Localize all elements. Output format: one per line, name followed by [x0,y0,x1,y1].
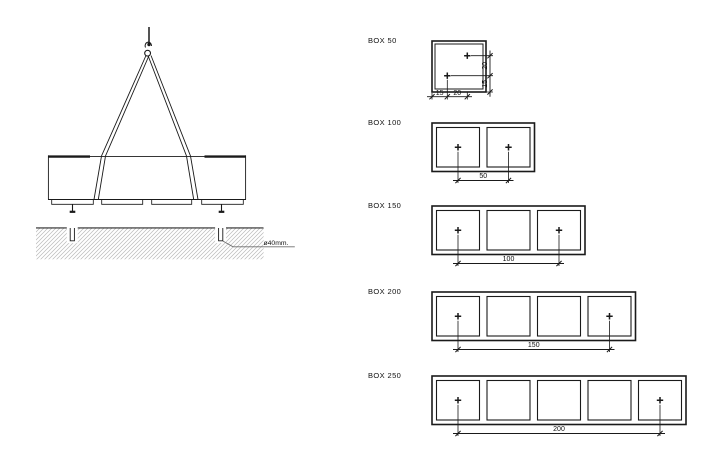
ground-pin-left [69,204,76,213]
box-size-label: BOX 200 [368,287,402,296]
box-top-view: 15 20 20 15 [427,40,493,100]
dimension-bottom [453,404,665,437]
box-cell [587,379,632,421]
lift-point-marker [454,144,462,151]
box-top-view: 200 [431,375,687,437]
dim-value: 20 [482,62,489,70]
dim-value: 50 [479,173,487,180]
dim-value: 15 [436,90,444,97]
dim-value: 20 [453,90,461,97]
dimension-side [451,50,493,97]
box-cell [486,209,531,251]
ground-hole-right [215,226,226,244]
dimension-bottom [453,320,615,353]
lift-point-marker [454,397,462,404]
box-size-label: BOX 50 [368,36,397,45]
lift-point-marker [464,52,471,59]
lift-point-marker [454,227,462,234]
box-outline [431,40,487,93]
ground-hole-left [66,226,78,244]
box-front-view [47,155,247,200]
box-outline [431,205,586,256]
box-size-label: BOX 250 [368,371,402,380]
lift-point-marker [454,313,462,320]
box-lip [51,199,244,205]
dim-value: 100 [503,256,515,263]
lift-point-marker [444,72,451,79]
box-top-view: 50 [431,122,536,184]
box-cell [536,295,582,337]
dimension-bottom [427,79,472,100]
dimension-bottom [453,234,564,267]
leader-line [222,240,295,248]
lift-point-marker [606,313,613,320]
box-top-view: 100 [431,205,586,267]
hole-diameter-label: ø40mm. [264,240,289,247]
box-outline [431,291,637,342]
lift-point-marker [656,397,664,404]
box-cell [486,379,531,421]
box-inner-wall [434,43,484,90]
dim-value: 150 [528,342,540,349]
sling-lines [93,55,199,200]
dim-value: 15 [482,80,489,88]
box-top-view: 150 [431,291,637,353]
lifting-diagram: ø40mm. [36,27,295,260]
ground-pin-right [218,204,225,213]
lift-point-marker [505,144,512,151]
dimension-bottom [453,151,514,184]
box-size-label: BOX 100 [368,118,402,127]
crane-hook-icon [144,27,152,57]
box-cell [536,379,582,421]
box-size-label: BOX 150 [368,201,402,210]
box-cell [486,295,531,337]
lift-point-marker [555,227,563,234]
dim-value: 200 [553,426,565,433]
box-outline [431,122,536,173]
box-outline [431,375,687,426]
